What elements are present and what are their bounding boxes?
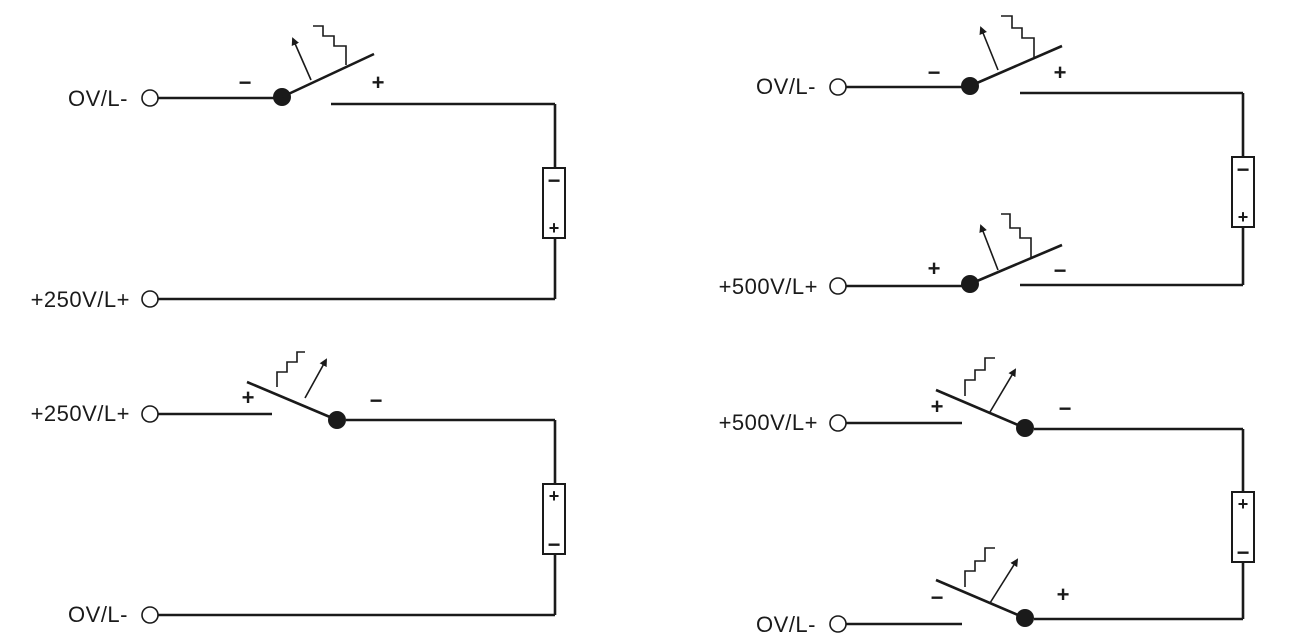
switch-actuator-icon — [964, 547, 1019, 604]
polarity-plus: + — [242, 385, 255, 410]
terminal-label-ov: OV/L- — [68, 86, 128, 111]
switch-blade — [281, 52, 375, 99]
polarity-minus: − — [931, 585, 944, 610]
switch-blade — [935, 388, 1026, 430]
circuit-3: OV/L- − + − + + − +500V/L+ — [719, 15, 1255, 299]
switch-pivot — [328, 411, 346, 429]
switch-actuator-icon — [979, 15, 1035, 71]
terminal-label-ov: OV/L- — [756, 74, 816, 99]
polarity-minus: − — [239, 70, 252, 95]
polarity-plus: + — [372, 70, 385, 95]
terminal-ov — [141, 606, 159, 624]
polarity-minus: − — [1059, 396, 1072, 421]
terminal-250v — [141, 405, 159, 423]
circuit-4: +500V/L+ + − + − − + OV/L- — [719, 357, 1255, 637]
circuit-2: +250V/L+ + − + − OV/L- — [31, 351, 566, 627]
terminal-label-500v: +500V/L+ — [719, 410, 818, 435]
polarity-minus: − — [370, 388, 383, 413]
load-plus: + — [549, 486, 560, 506]
load-minus: − — [1237, 540, 1250, 565]
terminal-ov — [141, 89, 159, 107]
terminal-500v — [829, 277, 847, 295]
load-plus: + — [1238, 494, 1249, 514]
switch-blade — [935, 578, 1026, 620]
switch-pivot — [1016, 609, 1034, 627]
terminal-ov — [829, 78, 847, 96]
load-plus: + — [1238, 207, 1249, 227]
polarity-plus: + — [1054, 60, 1067, 85]
circuit-1: OV/L- − + − + +250V/L+ — [31, 25, 566, 312]
load-minus: − — [548, 532, 561, 557]
switch-blade — [246, 380, 338, 422]
polarity-plus: + — [928, 256, 941, 281]
terminal-label-250v: +250V/L+ — [31, 287, 130, 312]
switch-actuator-icon — [276, 351, 327, 399]
polarity-plus: + — [1057, 582, 1070, 607]
load-plus: + — [549, 218, 560, 238]
terminal-ov — [829, 615, 847, 633]
switch-actuator-icon — [964, 357, 1017, 413]
switch-actuator-icon — [291, 25, 347, 81]
switch-blade — [969, 44, 1063, 88]
switch-pivot — [1016, 419, 1034, 437]
polarity-plus: + — [931, 394, 944, 419]
terminal-250v — [141, 290, 159, 308]
terminal-500v — [829, 414, 847, 432]
load-minus: − — [1237, 157, 1250, 182]
switch-blade — [969, 243, 1063, 286]
terminal-label-500v: +500V/L+ — [719, 274, 818, 299]
terminal-label-ov: OV/L- — [756, 612, 816, 637]
load-minus: − — [548, 168, 561, 193]
terminal-label-ov: OV/L- — [68, 602, 128, 627]
switch-actuator-icon — [979, 213, 1032, 271]
terminal-label-250v: +250V/L+ — [31, 401, 130, 426]
polarity-minus: − — [928, 60, 941, 85]
polarity-minus: − — [1054, 258, 1067, 283]
